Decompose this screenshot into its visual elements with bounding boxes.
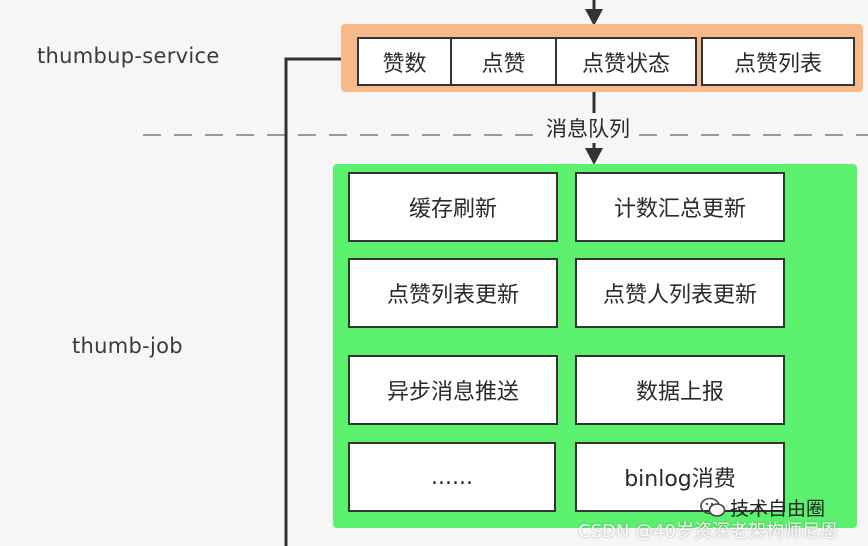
wechat-icon: [700, 497, 726, 517]
job-layer-label: thumb-job: [72, 334, 183, 358]
service-component-like-list: 点赞列表: [701, 37, 855, 86]
brand-watermark: 技术自由圈: [700, 494, 825, 521]
job-task-liker-list-update: 点赞人列表更新: [575, 258, 785, 328]
service-component-like-status: 点赞状态: [555, 37, 697, 86]
brand-watermark-text: 技术自由圈: [730, 498, 826, 520]
job-task-like-list-update: 点赞列表更新: [348, 258, 558, 328]
incoming-arrow-head: [585, 9, 603, 26]
job-task-cache-refresh: 缓存刷新: [348, 172, 558, 242]
job-task-binlog-consume: binlog消费: [575, 442, 785, 512]
queue-arrow-head: [585, 148, 603, 165]
service-component-likes-count: 赞数: [357, 37, 452, 86]
job-task-async-message-push: 异步消息推送: [348, 355, 558, 425]
left-connector-line: [284, 57, 357, 546]
job-task-count-summary-update: 计数汇总更新: [575, 172, 785, 242]
message-queue-label: 消息队列: [543, 113, 633, 143]
job-task-data-report: 数据上报: [575, 355, 785, 425]
job-task-ellipsis: ......: [348, 442, 556, 512]
service-component-like: 点赞: [450, 37, 557, 86]
service-layer-label: thumbup-service: [37, 44, 220, 68]
csdn-watermark: CSDN @40岁资深老架构师尼恩: [578, 521, 838, 542]
